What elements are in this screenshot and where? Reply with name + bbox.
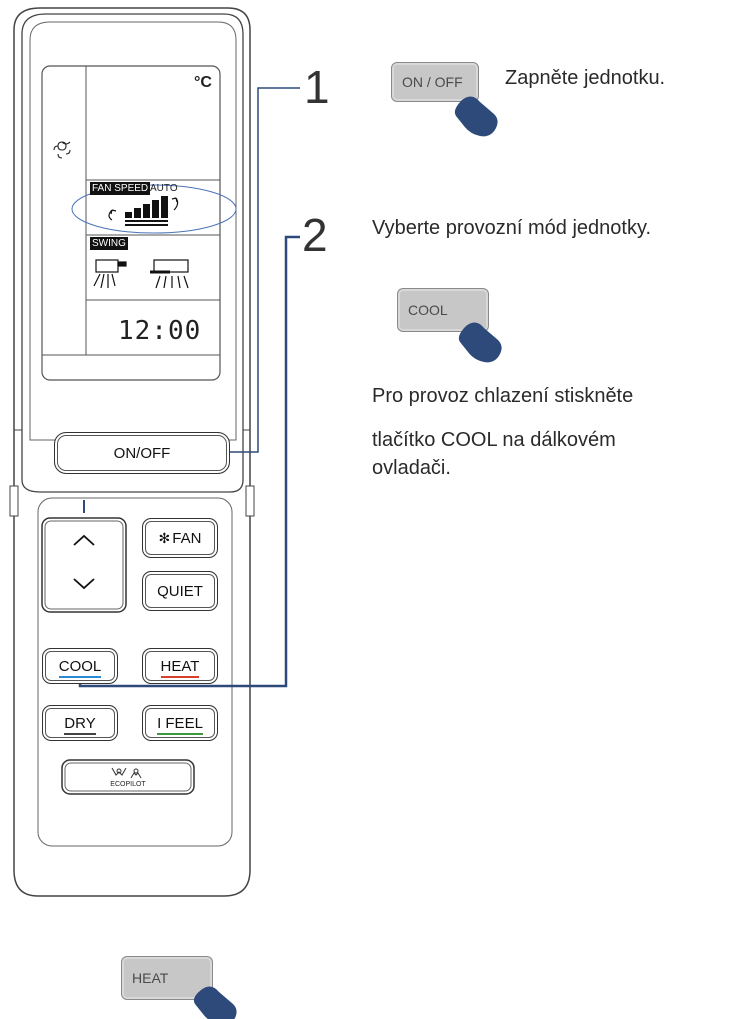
step2-button-label: COOL: [408, 302, 448, 318]
step1-text: Zapněte jednotku.: [505, 67, 666, 89]
remote-lower-panel: [37, 497, 233, 847]
swing-louver-left: [93, 259, 127, 289]
step2-instruction-line3: ovladači.: [372, 457, 451, 479]
fan-low-icon: [108, 209, 117, 221]
fan-icon: ✻: [158, 529, 171, 546]
step2-instruction-line1: Pro provoz chlazení stiskněte: [372, 385, 634, 407]
fan-high-icon: [171, 197, 179, 211]
bottom-heat-button: HEAT: [121, 956, 213, 1000]
auto-label: AUTO: [150, 183, 178, 194]
temp-rocker: [41, 517, 127, 613]
ecopilot-icon: [111, 767, 142, 779]
ifeel-button[interactable]: I FEEL: [142, 705, 218, 741]
temp-up-icon: [73, 534, 95, 546]
ecopilot-label: ECOPILOT: [110, 781, 146, 788]
heat-label: HEAT: [160, 657, 200, 675]
step2-cool-button: COOL: [397, 288, 489, 332]
cool-button[interactable]: COOL: [42, 648, 118, 684]
onoff-label: ON/OFF: [113, 444, 171, 462]
quiet-label: QUIET: [157, 582, 203, 600]
dry-button[interactable]: DRY: [42, 705, 118, 741]
fan-speed-bars: [125, 196, 168, 226]
ifeel-label: I FEEL: [157, 714, 203, 732]
fan-button[interactable]: ✻ FAN: [142, 518, 218, 558]
step-number-1: 1: [304, 61, 330, 113]
fan-label: FAN: [172, 529, 202, 547]
onoff-button[interactable]: ON/OFF: [54, 432, 230, 474]
remote-upper-inner: [29, 21, 237, 441]
swing-louver-right: [150, 259, 189, 289]
fan-mode-icon: [53, 141, 71, 159]
lcd-clock: 12:00: [118, 316, 202, 346]
step2-text: Vyberte provozní mód jednotky.: [372, 217, 652, 239]
cool-label: COOL: [58, 657, 102, 675]
fan-speed-highlight: [71, 184, 237, 234]
step1-button-label: ON / OFF: [402, 74, 463, 90]
ecopilot-button-shape: [61, 759, 195, 795]
step-number-2: 2: [302, 209, 328, 261]
temp-down-icon: [73, 578, 95, 590]
heat-button[interactable]: HEAT: [142, 648, 218, 684]
dry-label: DRY: [64, 714, 96, 732]
swing-badge: SWING: [90, 237, 128, 250]
bottom-heat-label: HEAT: [132, 970, 169, 986]
quiet-button[interactable]: QUIET: [142, 571, 218, 611]
step2-instruction-line2: tlačítko COOL na dálkovém: [372, 429, 616, 451]
fan-speed-badge: FAN SPEED: [90, 182, 151, 195]
step1-onoff-button: ON / OFF: [391, 62, 479, 102]
lcd-unit: °C: [194, 74, 212, 91]
